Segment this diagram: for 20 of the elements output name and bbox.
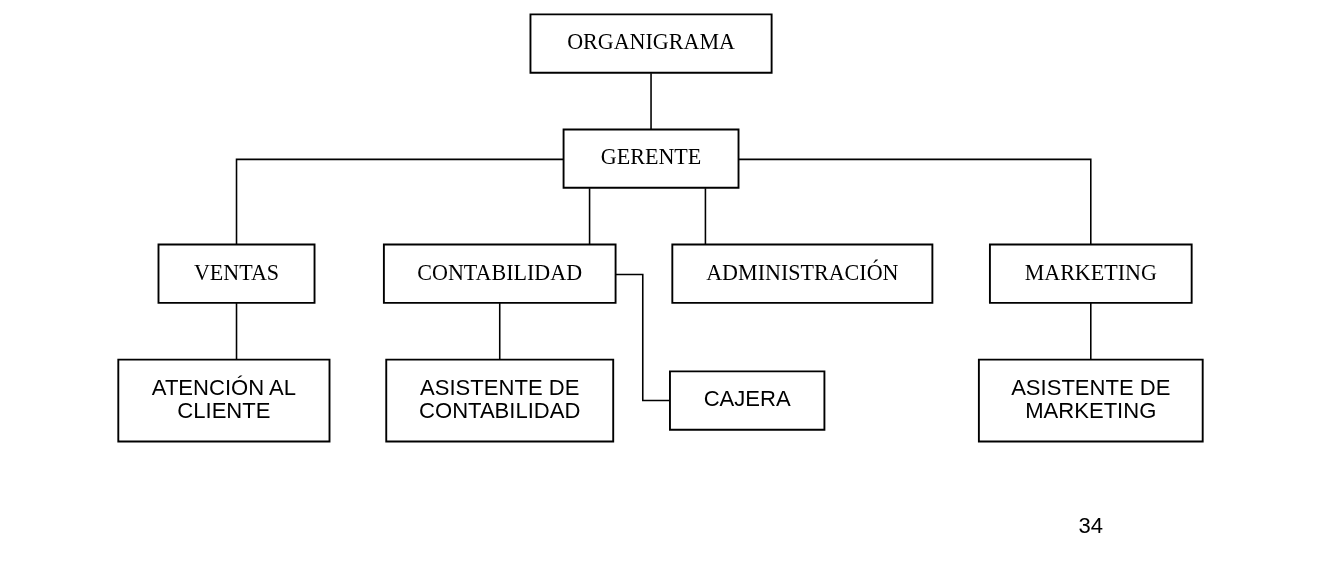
node-box: ATENCIÓN AL CLIENTE	[117, 358, 331, 443]
node-box: ASISTENTE DE CONTABILIDAD	[385, 358, 615, 443]
connector	[588, 187, 591, 245]
node-box: GERENTE	[562, 128, 740, 189]
node-box: VENTAS	[157, 243, 316, 304]
connector	[498, 302, 501, 361]
connector	[704, 187, 707, 245]
node-box: ADMINISTRACIÓN	[671, 243, 934, 304]
label: 34	[1078, 513, 1104, 539]
connector	[1090, 302, 1092, 361]
node-box: CAJERA	[669, 370, 826, 431]
node-box: CONTABILIDAD	[382, 243, 617, 304]
connector	[738, 158, 1092, 246]
connector	[650, 72, 652, 130]
node-box: ORGANIGRAMA	[529, 13, 773, 74]
connector	[235, 158, 564, 246]
node-box: ASISTENTE DE MARKETING	[977, 358, 1204, 443]
connector	[615, 273, 671, 402]
connector	[235, 302, 238, 361]
node-box: MARKETING	[988, 243, 1193, 304]
